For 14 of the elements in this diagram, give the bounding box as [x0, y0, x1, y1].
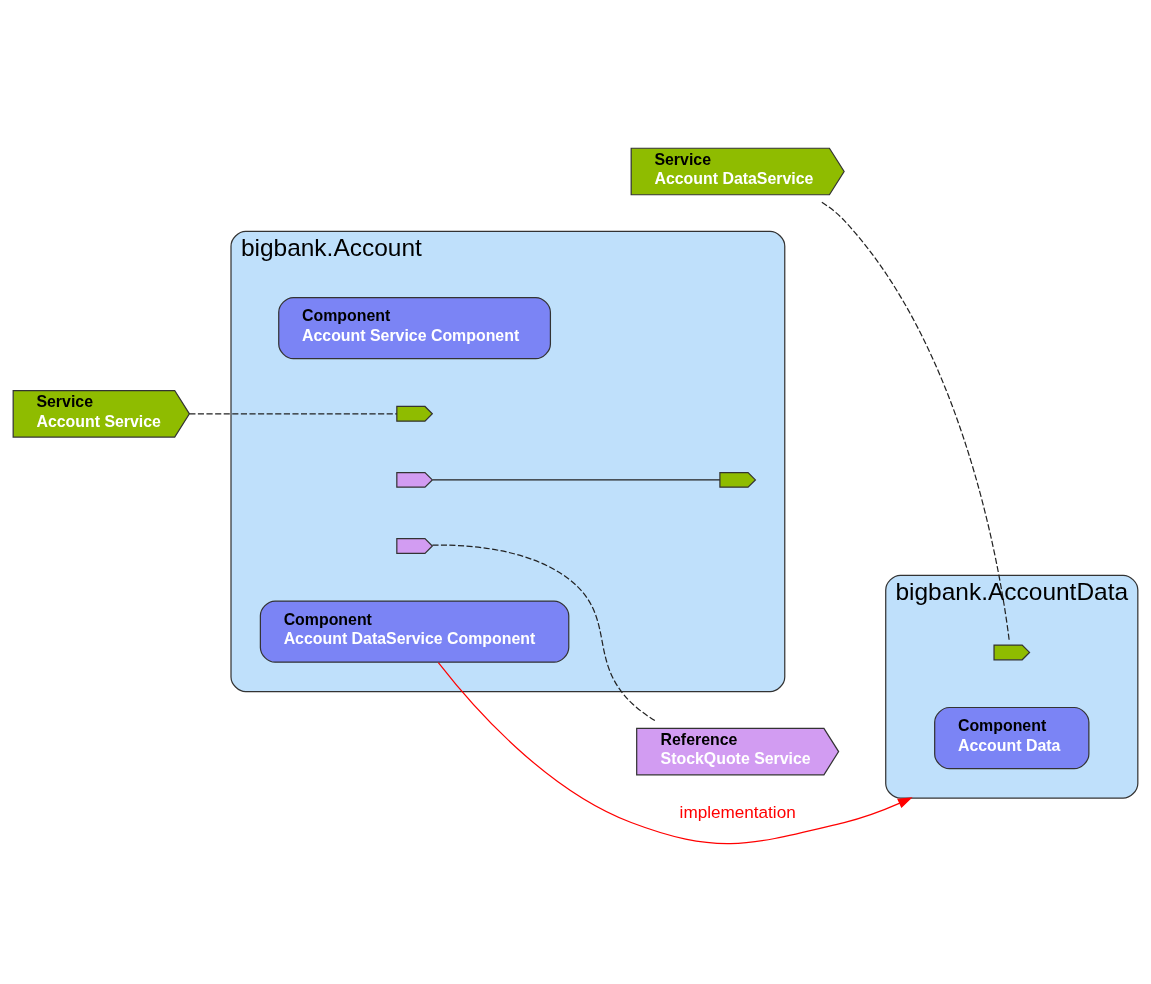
node-chevron	[993, 644, 1031, 660]
node-chevron	[396, 537, 434, 554]
edge-label: implementation	[679, 801, 796, 822]
connector	[431, 478, 721, 480]
node-chevron	[396, 471, 434, 488]
arrow	[437, 661, 913, 844]
node-chevron	[396, 405, 434, 422]
connector	[431, 543, 656, 721]
node-box: Component Account Data	[934, 706, 1090, 769]
connector	[188, 412, 398, 414]
node-box: Component Account Service Component	[278, 296, 551, 359]
connector	[821, 201, 1010, 642]
node-box: Component Account DataService Component	[259, 599, 570, 663]
node-chevron	[719, 471, 757, 488]
